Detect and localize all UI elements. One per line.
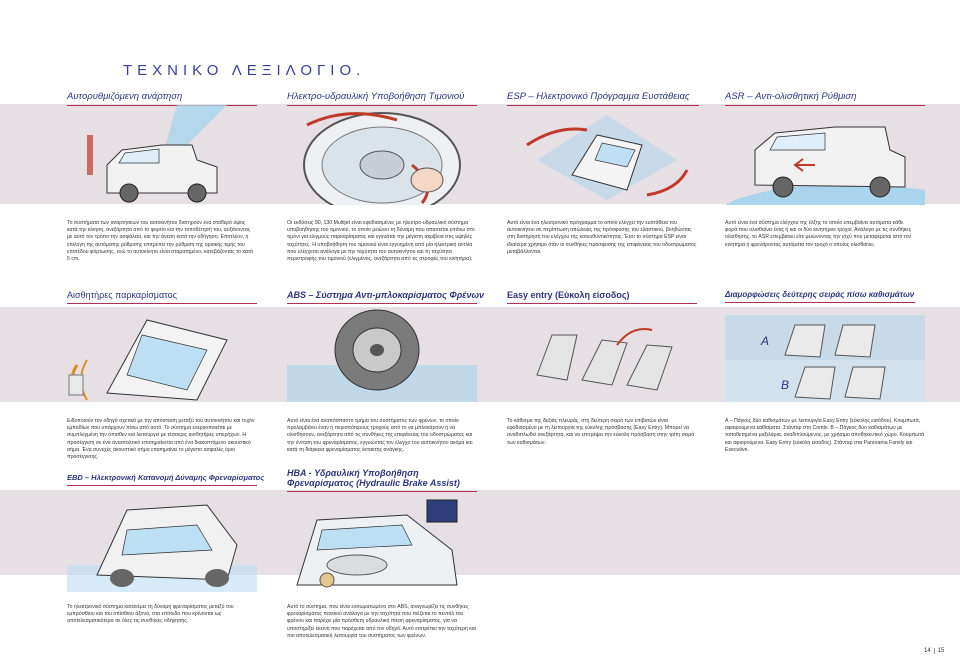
asr-heading: ASR – Αντι-ολισθητική Ρύθμιση <box>725 91 925 106</box>
parking-sensors-text: Ειδοποιούν τον οδηγό σχετικά με την απόσ… <box>67 418 255 461</box>
config-label-a: A <box>760 334 769 348</box>
hba-heading-line1: HBA - Υδραυλική Υποβοήθηση <box>287 468 419 478</box>
page-number-right: 15 <box>933 648 944 654</box>
asr-van-illustration <box>725 105 925 205</box>
easy-entry-text: Το κάθισμα της δεξιάς πλευράς, στη δεύτε… <box>507 418 695 446</box>
ebd-van-illustration <box>67 490 257 592</box>
easy-entry-heading: Easy entry (Εύκολη είσοδος) <box>507 290 697 304</box>
esp-text: Αυτό είναι ένα ηλεκτρονικό πρόγραμμα το … <box>507 220 697 255</box>
abs-heading: ABS – Σύστημα Αντι-μπλοκαρίσματος Φρένων <box>287 290 484 304</box>
ebd-text: Το ηλεκτρονικό σύστημα κατανέμει τη δύνα… <box>67 604 234 625</box>
second-row-heading: Διαμορφώσεις δεύτερης σειράς πίσω καθισμ… <box>725 290 915 303</box>
ebd-heading: EBD – Ηλεκτρονική Κατανομή Δύναμης Φρενα… <box>67 473 264 486</box>
abs-text: Αυτό είναι ένα αναπόσπαστο τμήμα του συσ… <box>287 418 473 453</box>
easy-entry-seats-illustration <box>507 305 697 402</box>
second-row-text: A – Πάγκος δύο καθισμάτων με λειτουργία … <box>725 418 925 453</box>
page-number-left: 14 <box>924 648 931 654</box>
hba-van-illustration <box>287 490 477 592</box>
steering-wheel-illustration <box>287 105 477 205</box>
esp-car-illustration <box>507 105 699 205</box>
hba-heading-line2: Φρεναρίσματος (Hydraulic Brake Assist) <box>287 478 477 492</box>
config-label-b: B <box>781 378 789 392</box>
asr-text: Αυτό είναι ένα σύστημα ελέγχου της έλξης… <box>725 220 912 248</box>
hba-heading: HBA - Υδραυλική Υποβοήθηση Φρεναρίσματος… <box>287 468 477 495</box>
power-steering-heading: Ηλεκτρο-υδραυλική Υποβοήθηση Τιμονιού <box>287 91 477 106</box>
parking-sensors-illustration <box>67 305 257 402</box>
page-numbers: 14 15 <box>924 648 944 654</box>
page-title: ΤΕΧΝΙΚΟ ΛΕΞΙΛΟΓΙΟ. <box>123 62 366 79</box>
auto-suspension-text: Το συστήματα των αναρτήσεων του αυτοκινή… <box>67 220 253 263</box>
esp-heading: ESP – Ηλεκτρονικό Πρόγραμμα Ευστάθειας <box>507 91 699 106</box>
hba-text: Αυτό το σύστημα, που είναι ενσωματωμένο … <box>287 604 476 639</box>
auto-suspension-heading: Αυτορυθμιζόμενη ανάρτηση <box>67 91 257 106</box>
abs-wheel-illustration <box>287 305 477 402</box>
van-suspension-illustration <box>67 105 257 205</box>
second-row-config-illustration: A B <box>725 305 925 402</box>
power-steering-text: Οι εκδόσεις 90, 130 Multijet είναι εφοδι… <box>287 220 475 263</box>
parking-sensors-heading: Αισθητήρες παρκαρίσματος <box>67 290 257 304</box>
